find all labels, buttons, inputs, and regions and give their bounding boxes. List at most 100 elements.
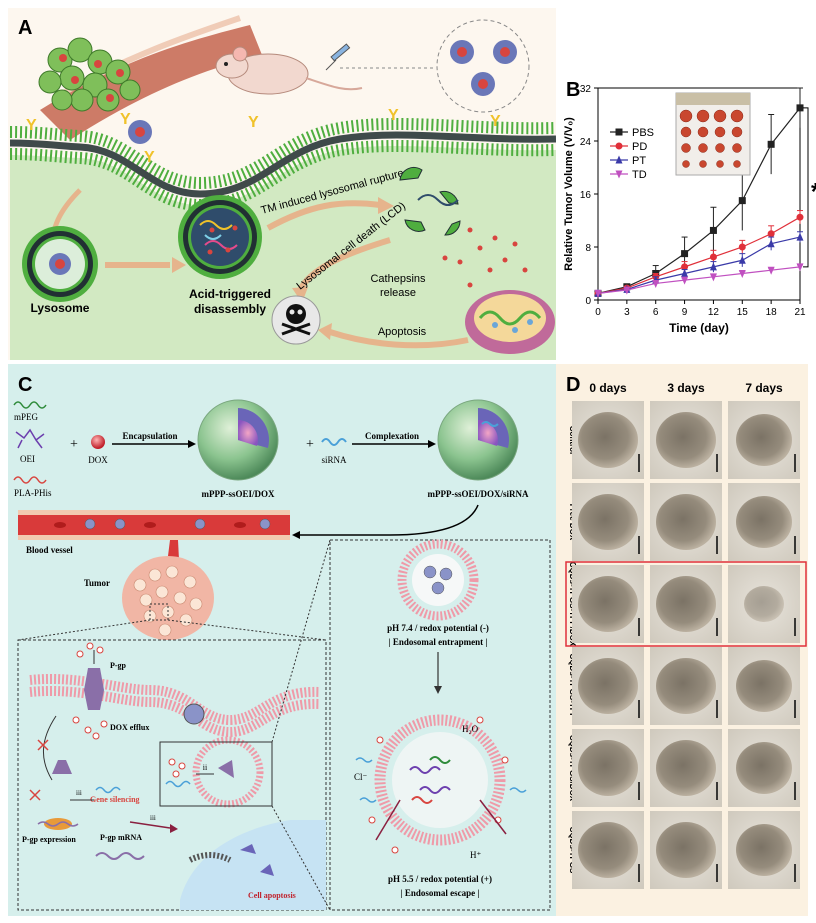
panel-d-label: D: [566, 374, 580, 396]
cathepsins-label-2: release: [380, 287, 416, 299]
svg-text:Y: Y: [26, 117, 37, 134]
data-point: [796, 232, 804, 241]
apoptosis-arrow: Apoptosis: [318, 323, 469, 349]
spheroid: [656, 412, 716, 468]
x-tick-label: 15: [737, 307, 749, 318]
spheroid: [736, 414, 792, 466]
hplus-label: H⁺: [470, 850, 481, 860]
acid-disassembly-illustration: Acid-triggered disassembly: [178, 195, 271, 316]
excised-tumor: [680, 126, 692, 138]
panel-a-label: A: [18, 17, 32, 39]
data-point: [796, 263, 804, 272]
dox-label: DOX: [88, 455, 108, 465]
svg-text:Y: Y: [144, 149, 155, 166]
y-tick-label: 8: [585, 243, 591, 254]
tumor-label: Tumor: [84, 578, 110, 588]
x-tick-label: 3: [624, 307, 630, 318]
data-point: [709, 253, 717, 261]
data-point: [709, 262, 717, 271]
nanoparticle-dox-sirna: mPPP-ssOEI/DOX/siRNA: [428, 399, 530, 499]
excised-tumors-photo: [675, 92, 751, 176]
excised-tumor: [679, 109, 693, 123]
column-header: 7 days: [745, 381, 783, 395]
endosome-zoom: pH 7.4 / redox potential (-) | Endosomal…: [271, 539, 551, 911]
excised-tumor: [715, 143, 725, 153]
spheroid: [656, 658, 716, 714]
column-header: 3 days: [667, 381, 705, 395]
spheroid: [744, 586, 784, 622]
pgp-label: P-gp: [110, 661, 127, 670]
step-ii-label: ii: [203, 763, 208, 772]
excised-tumor: [714, 126, 726, 138]
spheroid: [656, 576, 716, 632]
polymer-components: mPEG OEI PLA-PHis + DOX Encapsulation: [13, 401, 196, 498]
data-point: [594, 289, 602, 298]
gene-silencing-label: Gene silencing: [90, 795, 140, 804]
pgp-mrna-label: P-gp mRNA: [100, 833, 142, 842]
excised-tumor: [697, 126, 709, 138]
oei-label: OEI: [20, 454, 35, 464]
dox-efflux-label: DOX efflux: [110, 723, 149, 732]
spheroid: [578, 576, 638, 632]
spheroid: [736, 824, 792, 876]
excised-tumor: [682, 160, 690, 168]
significance-star: *: [811, 178, 816, 205]
sirna-label: siRNA: [321, 455, 347, 465]
y-tick-label: 16: [580, 190, 592, 201]
plaphis-label: PLA-PHis: [14, 488, 52, 498]
data-point: [709, 226, 717, 234]
data-point: [623, 286, 631, 295]
excised-tumor: [731, 126, 743, 138]
series-line: [597, 266, 801, 294]
series-line: [597, 236, 801, 294]
data-point: [767, 266, 775, 275]
mitochondrion-illustration: [465, 290, 555, 354]
highlight-box: [565, 561, 807, 647]
nanoparticle-dox: mPPP-ssOEI/DOX: [197, 399, 279, 499]
mouse-illustration: [215, 43, 363, 95]
spheroid: [578, 822, 638, 878]
spheroid: [578, 740, 638, 796]
svg-text:Y: Y: [490, 113, 501, 130]
legend-marker: [615, 170, 623, 179]
panel-a: A: [8, 8, 557, 360]
x-tick-label: 0: [595, 307, 601, 318]
excised-tumor: [681, 143, 691, 153]
series-line: [597, 216, 801, 294]
spheroid: [656, 822, 716, 878]
x-axis-label: Time (day): [669, 321, 729, 335]
data-point: [767, 239, 775, 248]
product-2-label: mPPP-ssOEI/DOX/siRNA: [428, 489, 530, 499]
legend-marker: [615, 142, 623, 150]
ph55-label: pH 5.5 / redox potential (+): [388, 874, 492, 884]
plus-sign-2: +: [306, 437, 314, 452]
data-point: [767, 230, 775, 238]
pgp-expression-label: P-gp expression: [22, 835, 76, 844]
x-tick-label: 18: [766, 307, 778, 318]
data-point: [652, 279, 660, 288]
y-tick-label: 0: [585, 296, 591, 307]
ruptured-lysosome: [399, 166, 528, 288]
panel-b-label: B: [566, 79, 580, 101]
data-point: [738, 197, 746, 205]
data-point: [796, 104, 804, 112]
encapsulation-label: Encapsulation: [122, 431, 177, 441]
data-point: [738, 243, 746, 251]
data-point: [767, 140, 775, 148]
spheroid: [578, 412, 638, 468]
spheroid: [736, 496, 792, 548]
spheroid: [578, 658, 638, 714]
acid-label-1: Acid-triggered: [189, 287, 271, 301]
excised-tumor: [733, 160, 741, 168]
x-tick-label: 9: [682, 307, 688, 318]
plus-sign-1: +: [70, 437, 78, 452]
endosomal-escape-label: | Endosomal escape |: [401, 888, 480, 898]
excised-tumor: [730, 109, 744, 123]
panel-c-label: C: [18, 374, 32, 396]
acid-label-2: disassembly: [194, 302, 266, 316]
